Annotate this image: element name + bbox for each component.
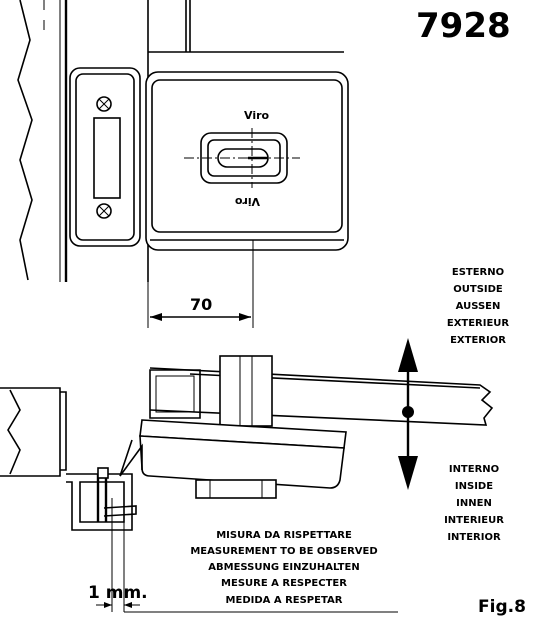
- arrow-right-icon: [104, 602, 112, 608]
- wall-section: [0, 387, 61, 477]
- measurement-label: MISURA DA RISPETTARE: [216, 530, 352, 541]
- dimension-70: 70: [190, 295, 212, 314]
- arrow-up-icon: [398, 338, 418, 372]
- latch-bolt: [119, 443, 143, 477]
- keeper-slot: [93, 117, 121, 199]
- arrow-left-icon: [150, 313, 162, 321]
- door-panel: [149, 367, 494, 426]
- strike-tab: [97, 467, 109, 479]
- wall-break-line: [7, 389, 21, 475]
- measurement-note: MISURA DA RISPETTARE MEASUREMENT TO BE O…: [190, 530, 377, 606]
- front-view: Viro Viro 70: [17, 0, 349, 328]
- gap-label: 1 mm.: [88, 583, 148, 603]
- latch-tail: [103, 505, 137, 517]
- measurement-label: ABMESSUNG EINZUHALTEN: [208, 562, 359, 573]
- lock-bottom-cap: [195, 479, 277, 499]
- lock-body: [145, 71, 349, 251]
- lock-body-section: [139, 435, 345, 489]
- wall-break-line: [17, 0, 33, 281]
- outside-label: EXTERIOR: [450, 335, 506, 346]
- frame-profile-inner: [155, 375, 195, 413]
- outside-label: ESTERNO: [452, 267, 504, 278]
- inside-label: INTERIOR: [447, 532, 501, 543]
- outside-label: EXTERIEUR: [447, 318, 510, 329]
- wall-profile: [60, 391, 67, 471]
- frame-profile: [149, 369, 201, 419]
- door-leaf-edge: [119, 439, 133, 477]
- direction-arrow: [398, 338, 418, 490]
- strike-inner: [79, 481, 125, 523]
- inside-label: INSIDE: [455, 481, 493, 492]
- keeper-plate: [69, 67, 141, 247]
- lock-body-inner: [151, 79, 343, 233]
- model-number: 7928: [416, 6, 511, 46]
- outside-label: AUSSEN: [456, 301, 501, 312]
- measurement-label: MEASUREMENT TO BE OBSERVED: [190, 546, 377, 557]
- figure-label: Fig.8: [478, 597, 526, 617]
- arrow-left-icon: [124, 602, 132, 608]
- screw-icon: [96, 96, 112, 112]
- cylinder-block: [219, 355, 273, 427]
- outside-label-group: ESTERNO OUTSIDE AUSSEN EXTERIEUR EXTERIO…: [447, 267, 510, 346]
- measurement-label: MESURE A RESPECTER: [221, 578, 347, 589]
- screw-icon: [96, 203, 112, 219]
- inside-label-group: INTERNO INSIDE INNEN INTERIEUR INTERIOR: [444, 464, 504, 543]
- brand-logo-inverted: Viro: [234, 195, 260, 208]
- keeper-plate-inner: [75, 73, 135, 241]
- inside-label: INNEN: [456, 498, 492, 509]
- outside-label: OUTSIDE: [453, 284, 503, 295]
- measurement-label: MEDIDA A RESPETAR: [226, 595, 343, 606]
- arrow-right-icon: [239, 313, 251, 321]
- pivot-point-icon: [402, 406, 414, 418]
- inside-label: INTERNO: [449, 464, 499, 475]
- inside-label: INTERIEUR: [444, 515, 504, 526]
- arrow-down-icon: [398, 456, 418, 490]
- brand-logo: Viro: [244, 109, 270, 122]
- section-view: [0, 355, 494, 613]
